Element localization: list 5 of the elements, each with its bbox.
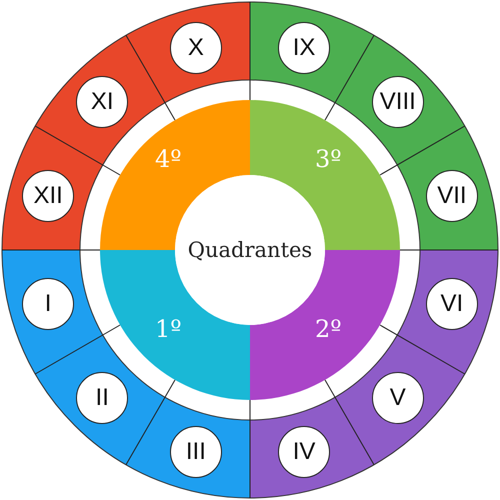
title-text: Quadrantes — [188, 238, 312, 262]
quadrant-label: 4º — [155, 145, 182, 173]
quadrant-label: 1º — [155, 315, 182, 343]
quadrant-label: 3º — [315, 145, 342, 173]
quadrant-label: 2º — [315, 315, 342, 343]
